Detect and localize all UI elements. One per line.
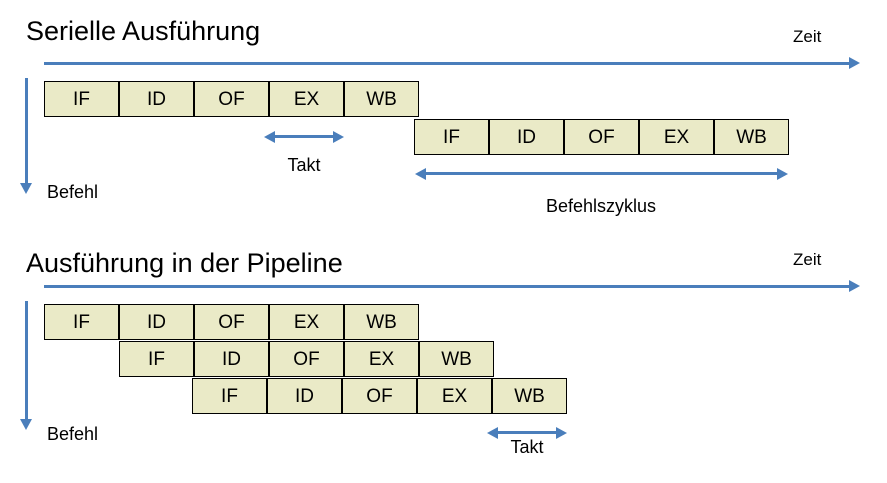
serial-takt-measure-label: Takt: [287, 155, 321, 175]
stage-box: IF: [119, 341, 194, 377]
stage-box: IF: [44, 81, 119, 117]
stage-box: OF: [269, 341, 344, 377]
stage-box: IF: [44, 304, 119, 340]
stage-box: ID: [267, 378, 342, 414]
stage-box: ID: [119, 304, 194, 340]
stage-box: IF: [192, 378, 267, 414]
serial-section-title: Serielle Ausführung: [26, 16, 261, 46]
stage-box: WB: [344, 81, 419, 117]
stage-box: IF: [414, 119, 489, 155]
stage-box: OF: [342, 378, 417, 414]
stage-box: ID: [119, 81, 194, 117]
stage-box: EX: [639, 119, 714, 155]
serial-instruction-axis-arrowhead: [20, 183, 32, 194]
serial-time-axis-label: Zeit: [793, 27, 822, 46]
pipeline-instruction-axis-line: [25, 301, 28, 421]
stage-box: WB: [492, 378, 567, 414]
pipeline-section-title: Ausführung in der Pipeline: [26, 248, 343, 278]
stage-box: EX: [344, 341, 419, 377]
pipeline-instruction-axis-label: Befehl: [47, 424, 99, 444]
serial-instruction-axis-label: Befehl: [47, 182, 99, 202]
pipeline-time-axis-arrowhead: [849, 280, 860, 292]
serial-befehlszyklus-measure-label: Befehlszyklus: [545, 196, 657, 216]
pipeline-time-axis-line: [44, 285, 850, 288]
stage-box: ID: [489, 119, 564, 155]
stage-box: ID: [194, 341, 269, 377]
stage-box: OF: [194, 304, 269, 340]
pipeline-takt-measure-arrow: [487, 426, 567, 439]
pipeline-time-axis-label: Zeit: [793, 250, 822, 269]
serial-time-axis-line: [44, 62, 850, 65]
stage-box: EX: [269, 304, 344, 340]
serial-takt-measure-arrow: [264, 130, 344, 143]
stage-box: WB: [714, 119, 789, 155]
pipeline-takt-measure-label: Takt: [510, 437, 544, 457]
stage-box: WB: [344, 304, 419, 340]
serial-befehlszyklus-measure-arrow: [415, 167, 788, 180]
stage-box: EX: [269, 81, 344, 117]
stage-box: EX: [417, 378, 492, 414]
serial-time-axis-arrowhead: [849, 57, 860, 69]
pipeline-instruction-axis-arrowhead: [20, 419, 32, 430]
serial-instruction-axis-line: [25, 78, 28, 185]
stage-box: OF: [194, 81, 269, 117]
stage-box: OF: [564, 119, 639, 155]
stage-box: WB: [419, 341, 494, 377]
